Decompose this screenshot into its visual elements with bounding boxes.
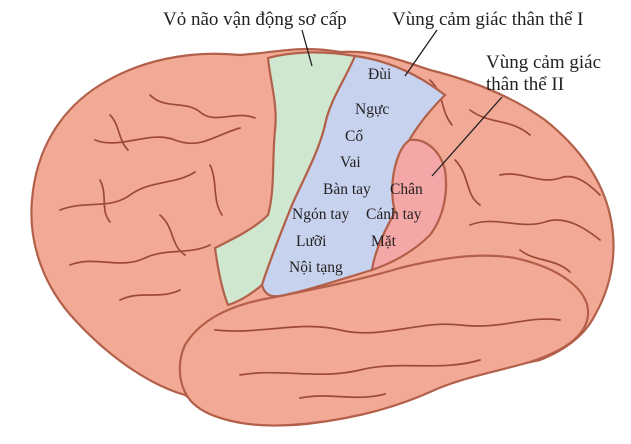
region-label-thigh: Đùi (368, 66, 392, 83)
leader-line-somatosensory-1 (404, 29, 438, 77)
somatosensory-area-1-region (260, 54, 447, 298)
region-label-fingers: Ngón tay (292, 206, 350, 223)
region-label-leg: Chân (390, 181, 423, 198)
region-label-tongue: Lưỡi (296, 233, 327, 250)
region-label-chest: Ngực (355, 101, 389, 118)
leader-line-somatosensory-2 (431, 96, 503, 177)
temporal-lobe (178, 254, 590, 427)
region-label-shoulder: Vai (340, 154, 361, 171)
label-somatosensory-area-1: Vùng cảm giác thân thể I (392, 9, 584, 30)
leader-lines (301, 29, 503, 177)
label-somatosensory-area-2-line2: thân thể II (486, 74, 564, 95)
region-label-arm: Cánh tay (366, 206, 422, 223)
leader-line-motor (301, 29, 313, 67)
region-label-neck: Cổ (345, 128, 363, 145)
region-label-viscera: Nội tạng (289, 259, 343, 276)
somatosensory-area-2-region (370, 138, 448, 272)
label-primary-motor-cortex: Vỏ não vận động sơ cấp (163, 9, 347, 30)
region-label-face: Mặt (371, 233, 397, 250)
region-label-hand: Bàn tay (323, 181, 371, 198)
label-somatosensory-area-2-line1: Vùng cảm giác (486, 52, 601, 73)
gyri (59, 79, 601, 399)
